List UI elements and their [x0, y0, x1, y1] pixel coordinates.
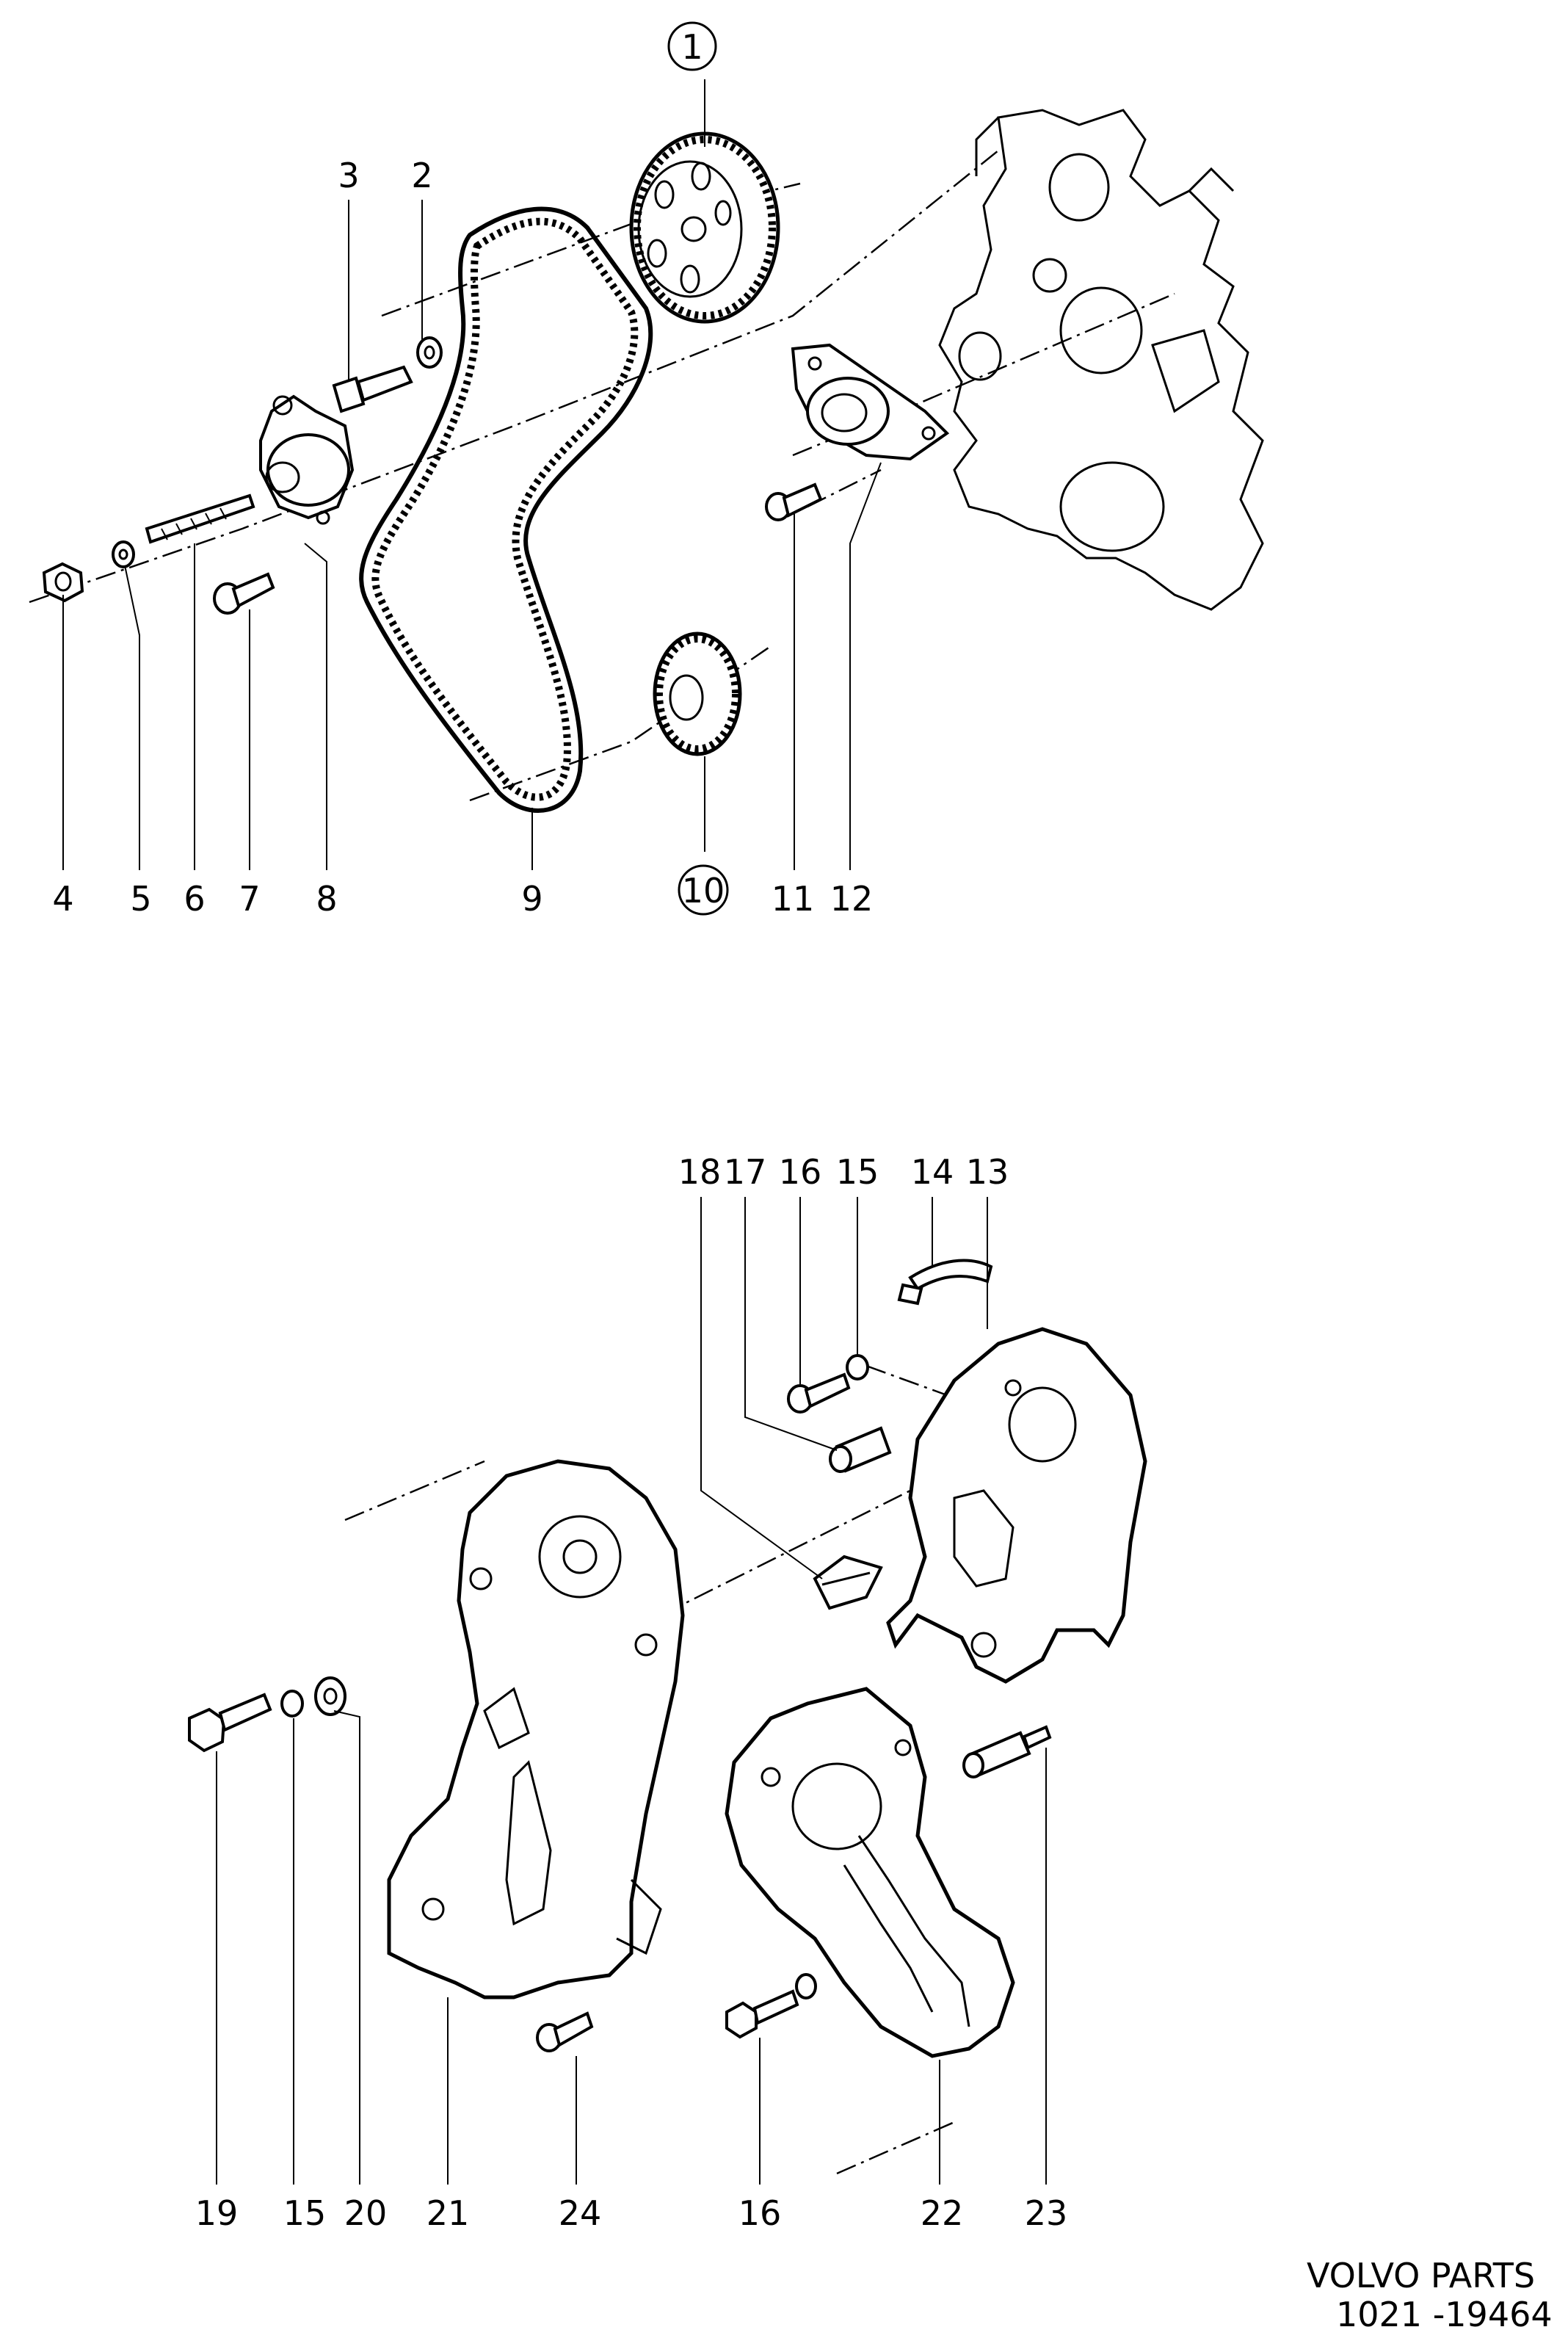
timing-cover-assembly: 13 14 15 16 17 18 19 15 20 21 24 16 22 2… — [188, 1152, 1147, 2233]
timing-belt-assembly: 1 2 3 4 5 6 7 8 9 10 11 12 — [29, 21, 1264, 919]
washer-part-5 — [112, 540, 135, 568]
spacer-part-17 — [829, 1426, 892, 1473]
callout-labels-bottom: 13 14 15 16 17 18 19 15 20 21 24 16 22 2… — [195, 1152, 1068, 2233]
engine-block — [938, 109, 1264, 611]
clip-part-14 — [897, 1259, 993, 1306]
callout-9: 9 — [521, 879, 542, 919]
washer-part-20 — [314, 1676, 346, 1716]
callout-7: 7 — [239, 879, 260, 919]
bolt-part-19 — [188, 1693, 272, 1753]
camshaft-pulley — [629, 131, 780, 324]
nut-part-4 — [42, 562, 84, 603]
callout-12: 12 — [830, 879, 874, 919]
footer: VOLVO PARTS 1021 -19464 — [1307, 2256, 1553, 2334]
lower-timing-cover — [725, 1687, 1015, 2058]
washer-part-15-bottom — [795, 1973, 817, 1999]
washer-part-2 — [416, 336, 443, 369]
callout-5: 5 — [130, 879, 151, 919]
callout-2: 2 — [411, 156, 432, 195]
callout-14: 14 — [911, 1152, 954, 1192]
bolt-part-11 — [765, 482, 823, 521]
washer-part-15-upper — [846, 1354, 869, 1380]
callout-21: 21 — [427, 2193, 470, 2233]
callout-16-top: 16 — [779, 1152, 822, 1192]
bolt-part-16-lower — [725, 1989, 799, 2039]
callout-13: 13 — [966, 1152, 1009, 1192]
callout-4: 4 — [52, 879, 73, 919]
idler-pulley — [791, 343, 950, 461]
callout-circle-10 — [678, 864, 729, 916]
callout-18: 18 — [678, 1152, 722, 1192]
callout-labels-top: 1 2 3 4 5 6 7 8 9 10 11 12 — [52, 21, 874, 919]
upper-timing-cover — [387, 1459, 685, 1999]
callout-8: 8 — [316, 879, 337, 919]
callout-23: 23 — [1025, 2193, 1068, 2233]
callout-24: 24 — [559, 2193, 602, 2233]
callout-19: 19 — [195, 2193, 239, 2233]
callout-6: 6 — [184, 879, 205, 919]
leader-lines-top — [62, 79, 882, 870]
callout-10: 10 — [682, 871, 725, 911]
bolt-part-24 — [536, 2011, 594, 2052]
footer-brand: VOLVO PARTS — [1307, 2256, 1535, 2295]
stud-part-6 — [145, 493, 255, 544]
callout-15-bottom: 15 — [283, 2193, 327, 2233]
callout-22: 22 — [921, 2193, 964, 2233]
callout-11: 11 — [772, 879, 815, 919]
inner-timing-cover — [886, 1327, 1147, 1684]
callout-15-top: 15 — [836, 1152, 879, 1192]
rubber-block-part-18 — [813, 1555, 883, 1610]
crankshaft-sprocket — [653, 631, 742, 756]
callout-16-bottom: 16 — [738, 2193, 782, 2233]
bolt-part-7 — [213, 572, 275, 615]
callout-17: 17 — [724, 1152, 767, 1192]
bolt-part-3 — [332, 365, 413, 413]
bolt-part-16-upper — [787, 1372, 851, 1414]
washer-part-15-lower — [280, 1690, 304, 1718]
leader-lines-bottom — [216, 1197, 1047, 2185]
stud-part-23 — [962, 1725, 1052, 1778]
footer-code: 1021 -19464 — [1336, 2295, 1553, 2334]
belt-tensioner — [259, 394, 355, 525]
callout-3: 3 — [338, 156, 359, 195]
callout-1: 1 — [681, 27, 703, 67]
callout-20: 20 — [344, 2193, 388, 2233]
callout-circle-1 — [667, 21, 717, 71]
timing-belt — [359, 206, 653, 813]
